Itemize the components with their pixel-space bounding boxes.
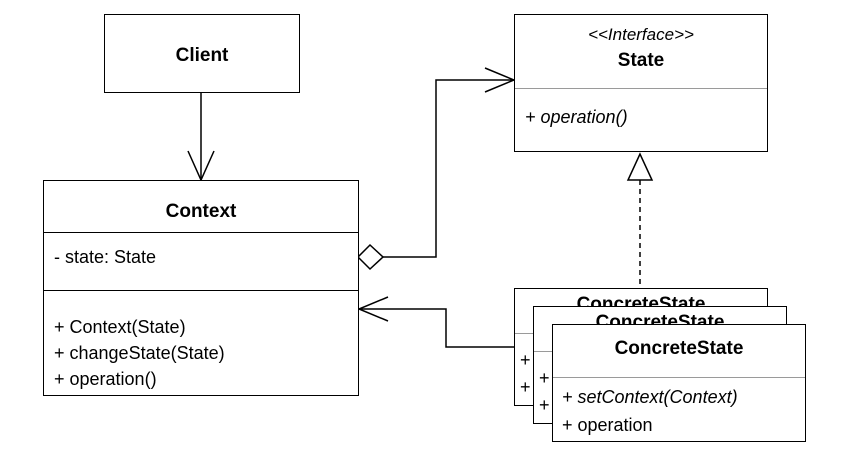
context-arrowhead bbox=[357, 296, 389, 322]
concrete-state-middle-prefix: + bbox=[539, 395, 550, 415]
client-class-name: Client bbox=[175, 45, 229, 66]
context-attribute: - state: State bbox=[54, 247, 157, 267]
context-method: + changeState(State) bbox=[54, 343, 225, 363]
concrete-state-method: + operation bbox=[562, 415, 653, 435]
concrete-state-middle-prefix: + bbox=[539, 368, 550, 388]
concrete-state-divider bbox=[553, 377, 805, 378]
state-interface-box: <<Interface>> State + operation() bbox=[514, 14, 768, 152]
state-method: + operation() bbox=[525, 107, 628, 127]
concrete-state-name: ConcreteState bbox=[614, 338, 744, 359]
realization-triangle bbox=[626, 152, 654, 181]
context-method: + operation() bbox=[54, 369, 157, 389]
context-class-box: Context - state: State + Context(State) … bbox=[43, 180, 359, 396]
concrete-state-method: + setContext(Context) bbox=[562, 387, 738, 407]
concrete-context-association bbox=[359, 308, 515, 348]
concrete-state-back-prefix: + bbox=[520, 377, 531, 397]
client-class-box: Client bbox=[104, 14, 300, 93]
state-interface-name: State bbox=[617, 50, 665, 71]
context-name-divider bbox=[44, 232, 358, 233]
context-class-name: Context bbox=[165, 201, 237, 222]
context-attribute-divider bbox=[44, 290, 358, 291]
context-state-aggregation bbox=[383, 79, 514, 258]
context-method: + Context(State) bbox=[54, 317, 186, 337]
state-divider bbox=[515, 88, 767, 89]
aggregation-diamond bbox=[356, 243, 385, 271]
concrete-state-box: ConcreteState + setContext(Context) + op… bbox=[552, 324, 806, 442]
concrete-state-back-prefix: + bbox=[520, 350, 531, 370]
state-stereotype: <<Interface>> bbox=[588, 25, 694, 44]
